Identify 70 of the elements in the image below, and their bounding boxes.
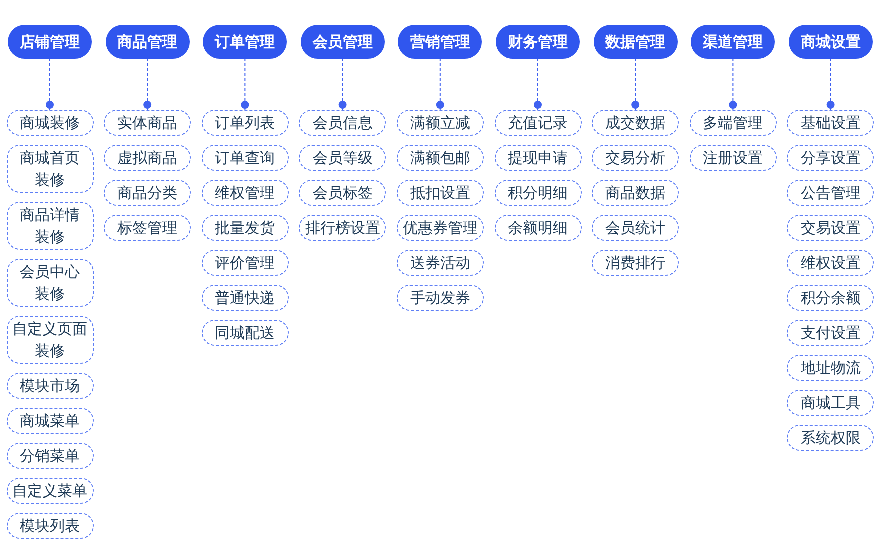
category-header: 商城设置: [788, 25, 873, 59]
menu-item: 余额明细: [494, 215, 582, 241]
connector-line: [46, 58, 54, 110]
connector-line: [632, 58, 640, 110]
menu-item: 充值记录: [494, 110, 582, 136]
menu-item: 系统权限: [787, 425, 874, 451]
menu-item: 商品数据: [592, 180, 680, 206]
menu-item: 会员标签: [299, 180, 386, 206]
menu-item: 提现申请: [494, 145, 582, 171]
menu-item: 公告管理: [787, 180, 874, 206]
connector-line: [241, 58, 250, 110]
menu-item: 成交数据: [592, 110, 680, 136]
menu-item: 商城菜单: [6, 408, 94, 434]
menu-item: 维权设置: [787, 250, 874, 276]
menu-item: 自定义菜单: [6, 478, 94, 504]
menu-item: 商城工具: [787, 390, 874, 416]
category-header: 数据管理: [594, 25, 678, 59]
menu-item: 虚拟商品: [104, 145, 192, 171]
menu-item: 积分余额: [787, 285, 874, 311]
menu-item: 同城配送: [202, 320, 289, 346]
category-header: 店铺管理: [8, 25, 92, 59]
menu-item: 商城装修: [6, 110, 94, 136]
category-header: 渠道管理: [691, 25, 776, 59]
menu-item: 会员中心装修: [6, 259, 94, 307]
connector-line: [144, 58, 152, 110]
menu-item: 会员等级: [299, 145, 386, 171]
menu-item: 注册设置: [690, 145, 777, 171]
menu-item: 消费排行: [592, 250, 680, 276]
menu-item: 标签管理: [104, 215, 192, 241]
menu-item: 商品详情装修: [6, 202, 94, 250]
menu-item: 满额立减: [396, 110, 484, 136]
menu-item: 维权管理: [202, 180, 289, 206]
menu-item: 满额包邮: [396, 145, 484, 171]
menu-item: 手动发券: [396, 285, 484, 311]
menu-item: 基础设置: [787, 110, 874, 136]
menu-item: 交易设置: [787, 215, 874, 241]
menu-item: 评价管理: [202, 250, 289, 276]
menu-item: 抵扣设置: [396, 180, 484, 206]
menu-item: 普通快递: [202, 285, 289, 311]
menu-item: 批量发货: [202, 215, 289, 241]
menu-item: 分销菜单: [6, 443, 94, 469]
category-header: 财务管理: [496, 25, 580, 59]
category-header: 营销管理: [398, 25, 482, 59]
menu-item: 自定义页面装修: [6, 316, 94, 364]
connector-line: [436, 58, 444, 110]
menu-item: 模块列表: [6, 513, 94, 539]
menu-item: 实体商品: [104, 110, 192, 136]
menu-item: 订单列表: [202, 110, 289, 136]
menu-item: 地址物流: [787, 355, 874, 381]
category-header: 会员管理: [300, 25, 385, 59]
menu-item: 送券活动: [396, 250, 484, 276]
connector-line: [826, 58, 835, 110]
menu-item: 模块市场: [6, 373, 94, 399]
menu-item: 优惠券管理: [396, 215, 484, 241]
menu-item: 会员信息: [299, 110, 386, 136]
menu-item: 会员统计: [592, 215, 680, 241]
menu-item: 支付设置: [787, 320, 874, 346]
menu-item: 商品分类: [104, 180, 192, 206]
connector-line: [338, 58, 347, 110]
category-header: 订单管理: [203, 25, 288, 59]
menu-item: 多端管理: [690, 110, 777, 136]
category-header: 商品管理: [106, 25, 190, 59]
menu-item: 积分明细: [494, 180, 582, 206]
connector-line: [534, 58, 542, 110]
menu-item: 分享设置: [787, 145, 874, 171]
menu-item: 交易分析: [592, 145, 680, 171]
menu-item: 商城首页装修: [6, 145, 94, 193]
connector-line: [729, 58, 738, 110]
menu-item: 排行榜设置: [299, 215, 386, 241]
menu-item: 订单查询: [202, 145, 289, 171]
